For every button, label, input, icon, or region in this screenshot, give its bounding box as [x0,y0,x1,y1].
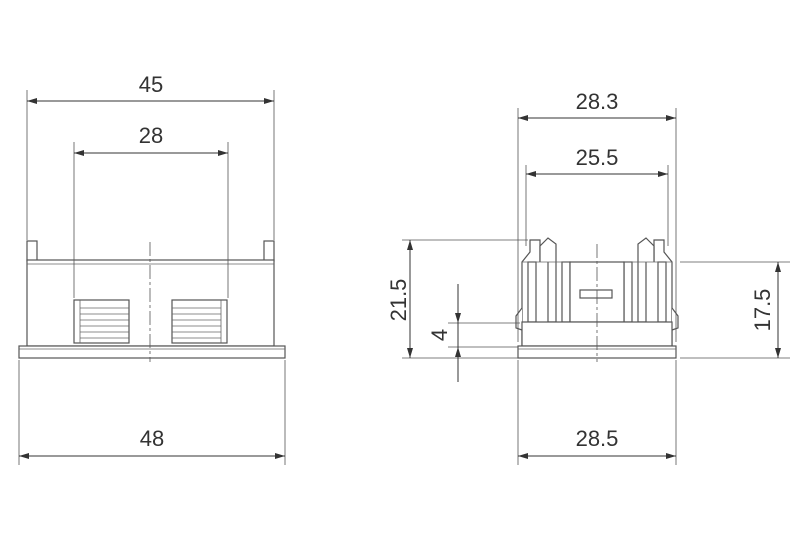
dim-label-side-outer-top-width: 28.3 [576,89,619,114]
dim-label-front-base-width: 48 [140,426,164,451]
dim-label-side-total-height: 21.5 [386,279,411,322]
dim-label-side-base-width: 28.5 [576,426,619,451]
front-view-right-contact [171,299,228,344]
front-view-left-contact [73,299,130,344]
front-view: 45 28 48 [18,72,286,465]
dim-label-front-inner-width: 28 [139,123,163,148]
front-view-body [18,240,286,359]
side-view: 28.3 25.5 21.5 4 17.5 28.5 [386,89,790,465]
dim-label-side-flange-height: 4 [427,329,452,341]
dim-label-side-body-height: 17.5 [750,289,775,332]
dim-label-side-inner-top-width: 25.5 [576,145,619,170]
dim-label-front-top-width: 45 [139,72,163,97]
